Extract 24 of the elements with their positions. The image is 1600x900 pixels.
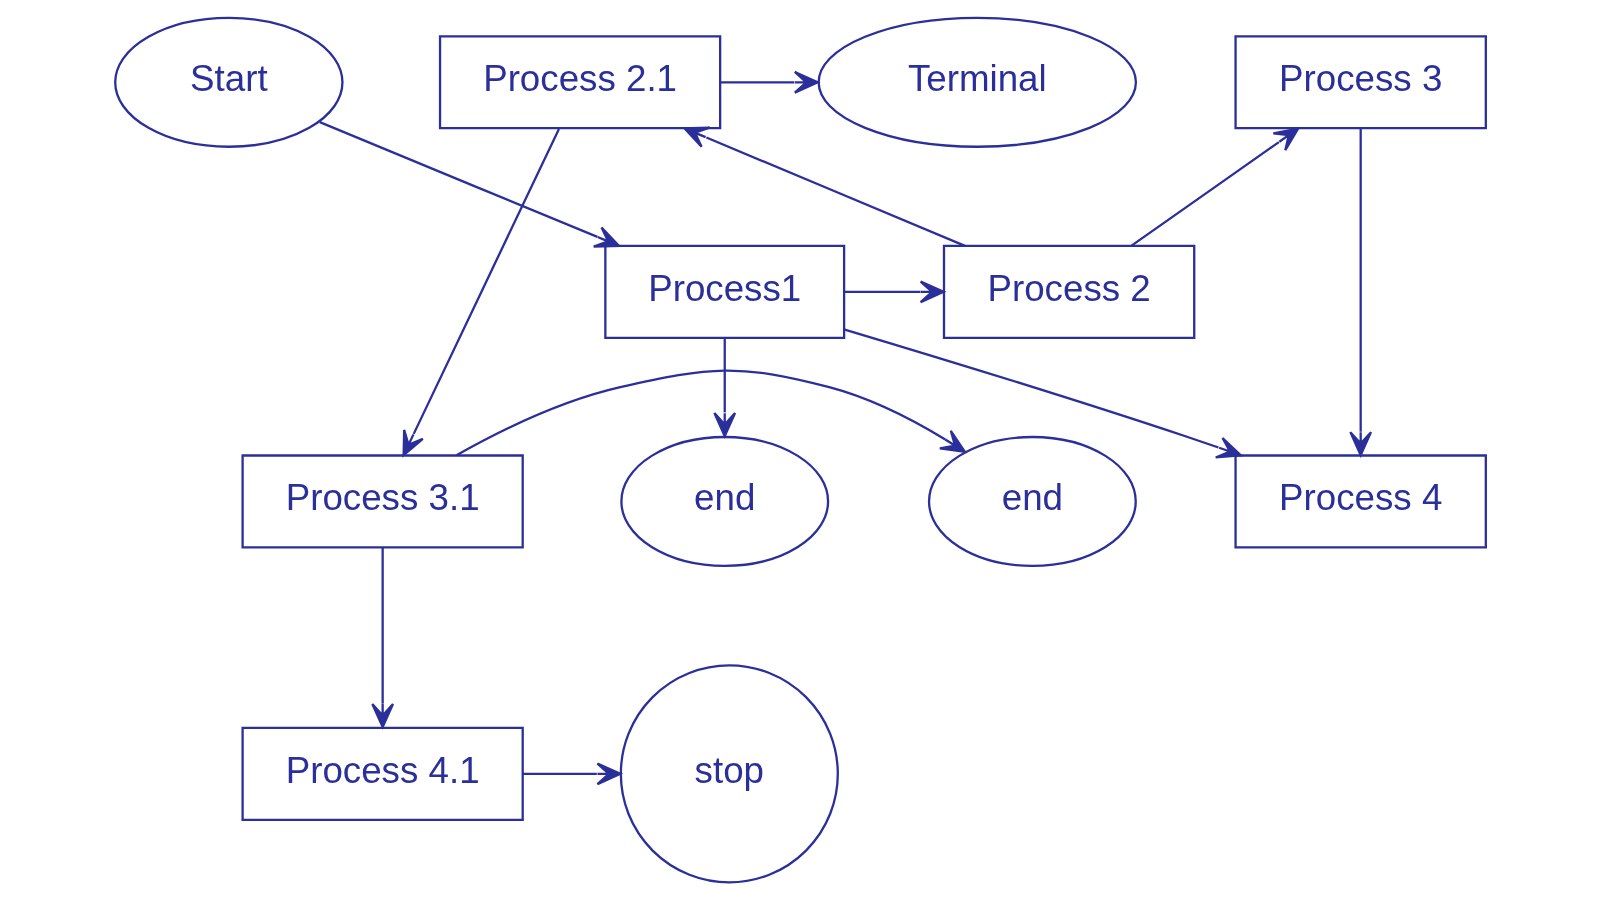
node-circle: stop <box>619 664 839 884</box>
node-ellipse: Terminal <box>817 16 1137 148</box>
node-box: Process 4 <box>1233 454 1487 549</box>
node-ellipse: Start <box>113 16 344 148</box>
node-box: Process 4.1 <box>240 726 524 821</box>
node-ellipse: end <box>619 435 829 568</box>
arrow <box>318 121 620 248</box>
node-box: Process 2 <box>942 244 1195 339</box>
arrow <box>370 547 394 729</box>
arrow <box>1130 127 1299 247</box>
node-box: Process 3 <box>1233 35 1487 130</box>
arrow <box>843 280 945 304</box>
node-ellipse: end <box>927 435 1137 568</box>
arrow <box>522 762 622 786</box>
node-box: Process 2.1 <box>438 35 721 130</box>
arrow <box>720 70 819 94</box>
arrow <box>1348 128 1372 457</box>
node-box: Process1 <box>603 244 845 339</box>
arrow <box>682 126 965 247</box>
arrow <box>843 328 1242 459</box>
node-box: Process 3.1 <box>240 454 524 549</box>
arrow <box>401 128 560 457</box>
arrow <box>455 369 966 457</box>
arrow <box>712 338 736 438</box>
